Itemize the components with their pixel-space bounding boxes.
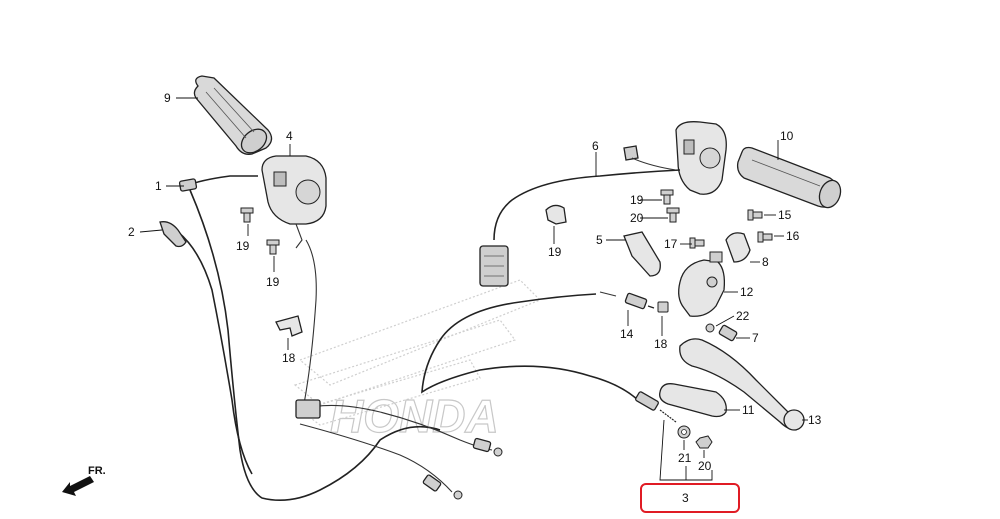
nut-21 (677, 425, 691, 439)
part-label-20: 20 (698, 459, 712, 473)
part-label-15a: 15 (778, 208, 792, 222)
part-label-19a: 19 (236, 239, 250, 253)
nut-20 (695, 435, 713, 449)
part-label-13: 13 (808, 413, 822, 427)
part-label-3[interactable]: 3 (682, 491, 689, 505)
washer-22 (705, 323, 715, 333)
part-3-highlight-box[interactable] (640, 483, 740, 513)
part-label-8: 8 (762, 255, 769, 269)
lever-13 (679, 338, 805, 431)
bolt-19d (666, 207, 680, 223)
part-label-22: 22 (736, 309, 750, 323)
part-label-19c: 19 (630, 193, 644, 207)
honda-watermark-text: HONDA (330, 390, 499, 442)
bolt-16 (689, 237, 705, 249)
front-arrow-icon (62, 476, 94, 496)
throttle-grip (736, 146, 842, 209)
part-label-1: 1 (155, 179, 162, 193)
part-label-9: 9 (164, 91, 171, 105)
part-label-14: 14 (620, 327, 634, 341)
left-grip (193, 75, 273, 155)
cable-end-2 (159, 221, 187, 248)
bolt-19b (266, 239, 280, 255)
part-label-19b: 19 (266, 275, 280, 289)
lever-cover-5 (623, 231, 661, 277)
left-cable-ends (422, 437, 503, 500)
cable-end-1 (178, 178, 198, 192)
right-harness (479, 157, 681, 287)
part-label-11: 11 (742, 403, 755, 417)
part-label-10: 10 (780, 129, 794, 143)
left-connector (295, 399, 321, 419)
cable-clamp-left (275, 315, 303, 337)
cable-clamp-right (545, 204, 567, 225)
part-label-7: 7 (752, 331, 759, 345)
part-label-18a: 18 (282, 351, 296, 365)
left-switch-housing (261, 155, 327, 249)
bolt-19c (660, 189, 674, 205)
nut-17 (657, 301, 669, 313)
main-cable-3 (421, 291, 677, 423)
bracket-8 (725, 232, 751, 263)
part-label-18b: 19 (548, 245, 562, 259)
part-label-21: 21 (678, 451, 692, 465)
bolt-15b (757, 231, 773, 243)
lever-cover-11 (659, 383, 727, 418)
fr-label: FR. (88, 465, 106, 477)
part-label-6: 6 (592, 139, 599, 153)
bolt-19a (240, 207, 254, 223)
part-label-12: 12 (740, 285, 754, 299)
part-label-17: 18 (654, 337, 668, 351)
leader-lines (139, 97, 808, 481)
lever-holder-12 (678, 251, 726, 317)
part-label-5: 5 (596, 233, 603, 247)
part-label-2: 2 (128, 225, 135, 239)
adjuster-14 (624, 292, 655, 310)
part-label-15b: 16 (786, 229, 800, 243)
right-switch-housing (623, 121, 727, 195)
part-3-callout[interactable]: 3 (640, 483, 740, 513)
pin-7 (718, 324, 738, 342)
part-label-16: 17 (664, 237, 678, 251)
honda-wing-watermark: HONDA (293, 279, 542, 443)
part-label-19d: 20 (630, 211, 644, 225)
part-label-4: 4 (286, 129, 293, 143)
bolt-15a (747, 209, 763, 221)
front-direction-indicator: FR. (62, 465, 106, 496)
